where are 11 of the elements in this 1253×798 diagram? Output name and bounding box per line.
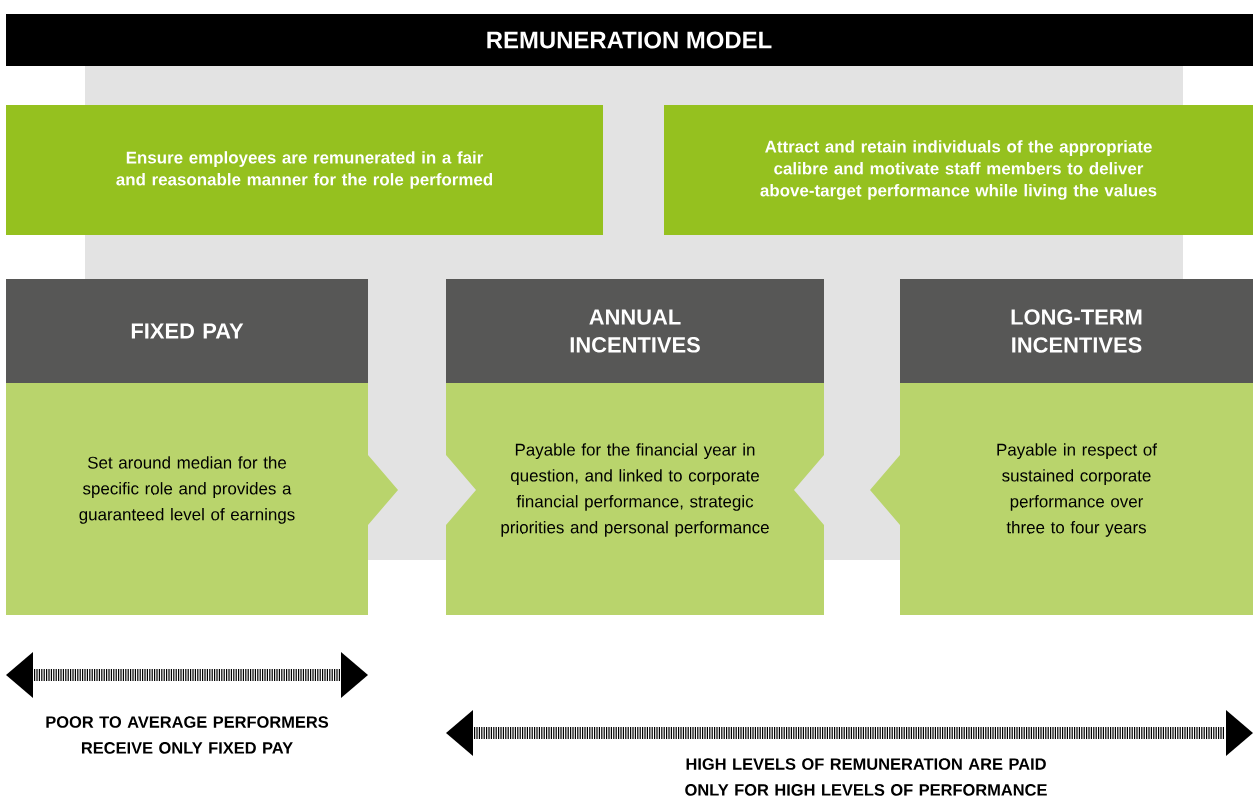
- column-card: ANNUAL INCENTIVES Payable for the financial year in question, and linked to corporate financial performance, strategic priorities and personal performance: [446, 279, 824, 615]
- objective-box: Ensure employees are remunerated in a fair and reasonable manner for the role performed: [6, 105, 603, 235]
- node-label: ANNUAL INCENTIVES: [570, 309, 700, 353]
- node-label: LONG-TERM INCENTIVES: [1011, 309, 1142, 353]
- column-card: LONG-TERM INCENTIVES Payable in respect of sustained corporate performance over three to four years: [870, 279, 1253, 615]
- range-label: HIGH LEVELS OF REMUNERATION ARE PAID ONLY FOR HIGH LEVELS OF PERFORMANCE: [685, 758, 1047, 796]
- range-label: POOR TO AVERAGE PERFORMERS RECEIVE ONLY FIXED PAY: [46, 716, 329, 754]
- objective-box: Attract and retain individuals of the appropriate calibre and motivate staff members to deliver above-target performance while living the values: [664, 105, 1253, 235]
- title-band: REMUNERATION MODEL: [6, 14, 1253, 66]
- node-label: FIXED PAY: [131, 323, 244, 339]
- column-card: FIXED PAY Set around median for the specific role and provides a guaranteed level of earnings: [6, 279, 398, 615]
